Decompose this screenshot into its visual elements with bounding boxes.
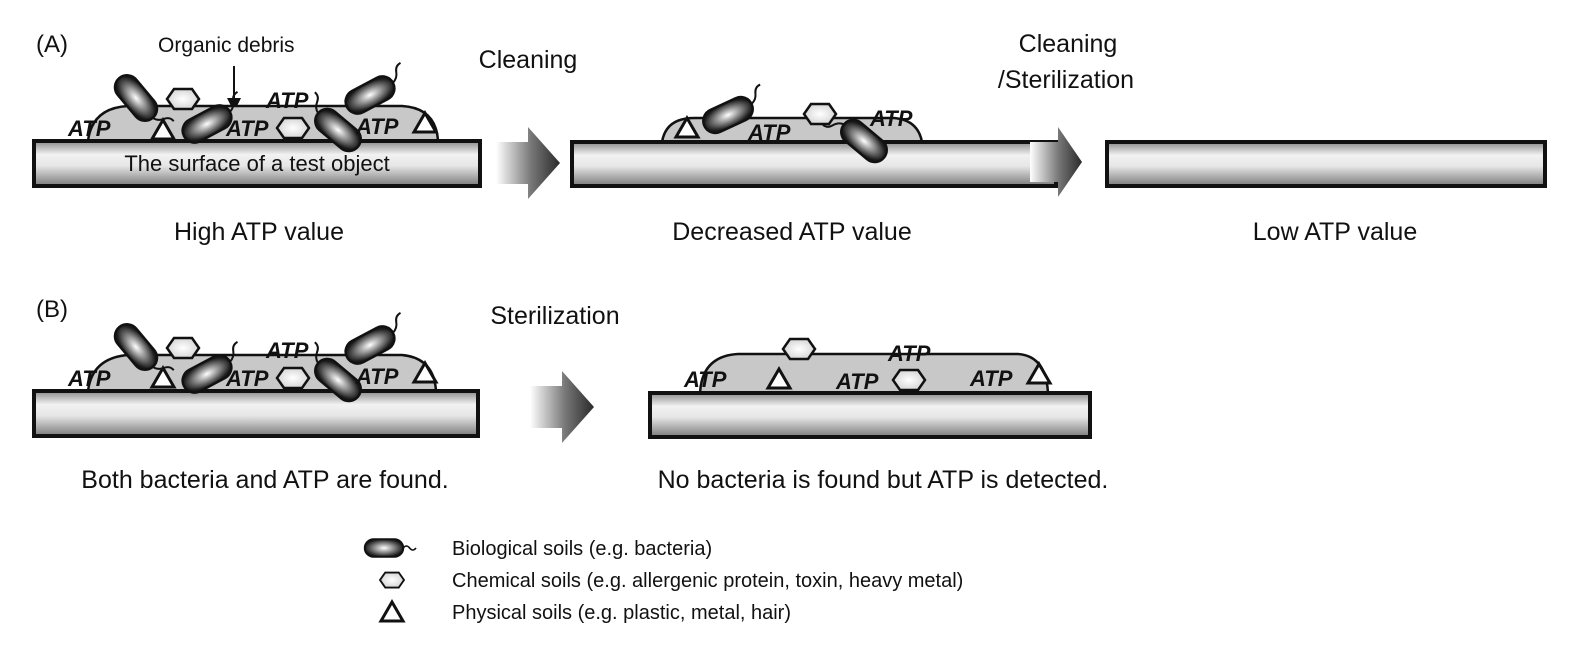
a3-caption: Low ATP value [1253,218,1417,246]
hexagon-icon [802,102,838,126]
a1-particles: ATP ATP ATP ATP [67,61,438,158]
hexagon-icon [275,366,311,390]
atp-label: ATP [869,106,913,131]
hexagon-icon [781,337,817,361]
atp-label: ATP [67,116,111,141]
b1-caption: Both bacteria and ATP are found. [81,466,448,494]
hexagon-icon [165,336,201,360]
b1-particles: ATP ATP ATP ATP [67,311,438,408]
test-surface [648,391,1092,439]
process-arrow [1030,127,1082,197]
a3-process-line2: /Sterilization [998,66,1134,94]
a3-process-line1: Cleaning [1019,30,1118,58]
panel-b-label: (B) [36,296,68,323]
hexagon-icon [891,368,927,392]
b2-process-label: Sterilization [490,302,619,330]
hexagon-icon [379,571,405,589]
test-surface [1105,140,1547,188]
atp-label: ATP [355,364,399,389]
atp-label: ATP [225,366,269,391]
legend-text: Biological soils (e.g. bacteria) [452,538,712,560]
atp-label: ATP [265,88,309,113]
atp-label: ATP [683,367,727,392]
process-arrow [496,127,560,199]
a2-process-label: Cleaning [479,46,578,74]
hexagon-icon [165,87,201,111]
hexagon-icon [275,116,311,140]
panel-a-label: (A) [36,31,68,58]
a2-particles: ATP ATP [674,83,913,170]
atp-label: ATP [265,338,309,363]
triangle-icon [379,600,405,623]
atp-label: ATP [835,369,879,394]
a2-caption: Decreased ATP value [672,218,912,246]
b2-particles: ATP ATP ATP ATP [683,337,1052,394]
atp-label: ATP [355,114,399,139]
bacterium-icon [363,538,417,558]
legend: Biological soils (e.g. bacteria) Chemica… [363,538,963,624]
legend-text: Physical soils (e.g. plastic, metal, hai… [452,602,791,624]
atp-label: ATP [747,120,791,145]
atp-label: ATP [969,366,1013,391]
legend-item-biological: Biological soils (e.g. bacteria) [363,538,712,560]
b2-caption: No bacteria is found but ATP is detected… [658,466,1109,494]
test-surface [570,140,1058,188]
atp-label: ATP [225,116,269,141]
atp-label: ATP [67,366,111,391]
atp-label: ATP [887,341,931,366]
legend-item-physical: Physical soils (e.g. plastic, metal, hai… [379,600,791,624]
organic-debris-label: Organic debris [158,34,295,57]
a1-caption: High ATP value [174,218,344,246]
legend-item-chemical: Chemical soils (e.g. allergenic protein,… [379,570,963,592]
legend-text: Chemical soils (e.g. allergenic protein,… [452,570,963,592]
surface-label: The surface of a test object [124,151,389,176]
process-arrow [530,371,594,443]
test-surface [32,389,480,438]
test-surface [32,139,482,188]
